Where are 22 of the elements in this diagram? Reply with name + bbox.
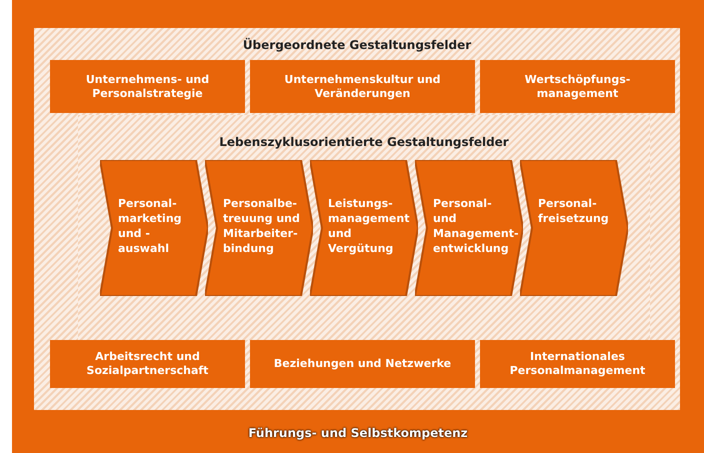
field-label: Unternehmenskultur und Veränderungen — [283, 72, 442, 100]
field-label: Beziehungen und Netzwerke — [274, 357, 452, 371]
panel-heading: Übergeordnete Gestaltungsfelder — [242, 38, 472, 52]
chevron-label: Personal- marketing und -auswahl — [118, 196, 183, 256]
field-panel — [50, 60, 245, 113]
field-panel — [480, 60, 675, 113]
hatched-panel — [78, 115, 650, 340]
field-panel — [50, 340, 245, 388]
field-panel — [250, 60, 475, 113]
field-panel — [250, 340, 475, 388]
panel-heading: Lebenszyklusorientierte Gestaltungsfelder — [218, 135, 510, 149]
field-label: Unternehmens- und Personalstrategie — [84, 72, 210, 100]
field-panel — [480, 340, 675, 388]
field-label: Arbeitsrecht und Sozialpartnerschaft — [86, 350, 210, 378]
field-label: Wertschöpfungs- management — [524, 72, 632, 100]
chevron-label: Personalbe- treuung und Mitarbeiter- bindung — [223, 196, 301, 256]
chevron-label: Personal- freisetzung — [538, 196, 610, 226]
frame-title: Führungs- und Selbstkompetenz — [247, 426, 469, 440]
chevron-label: Leistungs- management und Vergütung — [328, 196, 410, 256]
frame-background — [12, 0, 704, 453]
field-label: Internationales Personalmanagement — [508, 350, 646, 378]
hatched-panel — [34, 28, 680, 410]
